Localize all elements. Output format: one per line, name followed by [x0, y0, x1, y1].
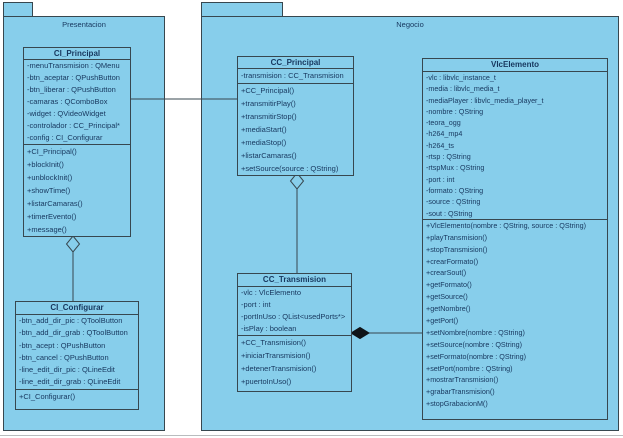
attribute-row: -transmision : CC_Transmision [241, 71, 344, 80]
method-row: +crearFormato() [426, 256, 479, 266]
attribute-row: -portInUso : QList<usedPorts*> [241, 312, 346, 321]
method-row: +puertoInUso() [241, 377, 292, 386]
class-ci-configurar: CI_Configurar -btn_add_dir_pic : QToolBu… [15, 301, 139, 410]
attribute-row: -port : int [241, 300, 271, 309]
attribute-row: -h264_ts [426, 140, 454, 150]
method-row: +timerEvento() [27, 212, 77, 221]
method-row: +transmitirPlay() [241, 99, 296, 108]
attribute-row: -btn_acept : QPushButton [19, 340, 106, 350]
class-name: CC_Transmision [238, 274, 351, 287]
attribute-row: -media : libvlc_media_t [426, 84, 500, 94]
method-row: +VlcElemento(nombre : QString, source : … [426, 220, 586, 230]
method-row: +showTime() [27, 186, 71, 195]
package-name: Negocio [396, 20, 424, 29]
attribute-row: -sout : QString [426, 208, 473, 218]
method-row: +CC_Principal() [241, 86, 295, 95]
method-row: +iniciarTransmision() [241, 351, 311, 360]
attribute-row: -menuTransmision : QMenu [27, 61, 120, 70]
attribute-row: -mediaPlayer : libvlc_media_player_t [426, 95, 544, 105]
class-name: CI_Configurar [16, 302, 138, 315]
method-row: +transmitirStop() [241, 112, 297, 121]
attribute-row: -controlador : CC_Principal* [27, 121, 120, 130]
attribute-row: -line_edit_dir_grab : QLineEdit [19, 377, 121, 387]
method-row: +setSource(source : QString) [241, 164, 339, 173]
method-row: +setFormato(nombre : QString) [426, 351, 527, 361]
method-row: +mediaStop() [241, 138, 287, 147]
class-vlcelemento: VlcElemento -vlc : libvlc_instance_t -med… [422, 58, 608, 421]
method-row: +unblockInit() [27, 173, 73, 182]
attributes-compartment: -transmision : CC_Transmision [238, 69, 353, 84]
composition-diamond-cctransmision [350, 326, 370, 340]
attribute-row: -btn_cancel : QPushButton [19, 352, 109, 362]
method-row: +CI_Configurar() [19, 391, 76, 401]
method-row: +getFormato() [426, 280, 472, 290]
method-row: +detenerTransmision() [241, 364, 317, 373]
method-row: +setNombre(nombre : QString) [426, 327, 525, 337]
attribute-row: -btn_add_dir_pic : QToolButton [19, 316, 123, 325]
attributes-compartment: -btn_add_dir_pic : QToolButton -btn_add_d… [16, 315, 138, 390]
method-row: +stopGrabacionM() [426, 399, 488, 409]
method-row: +listarCamaras() [241, 151, 297, 160]
attribute-row: -port : int [426, 174, 455, 184]
attribute-row: -camaras : QComboBox [27, 97, 108, 106]
attribute-row: -h264_mp4 [426, 129, 463, 139]
attribute-row: -isPlay : boolean [241, 324, 297, 333]
method-row: +CI_Principal() [27, 147, 77, 156]
attribute-row: -btn_add_dir_grab : QToolButton [19, 328, 128, 338]
attributes-compartment: -vlc : VlcElemento -port : int -portInUso … [238, 287, 351, 336]
methods-compartment: +CI_Configurar() [16, 390, 138, 409]
method-row: +setSource(nombre : QString) [426, 339, 523, 349]
attributes-compartment: -vlc : libvlc_instance_t -media : libvlc_… [423, 72, 607, 220]
class-cc-principal: CC_Principal -transmision : CC_Transmisi… [237, 56, 354, 176]
attribute-row: -btn_liberar : QPushButton [27, 85, 116, 94]
attribute-row: -vlc : libvlc_instance_t [426, 73, 496, 82]
method-row: +stopTransmision() [426, 244, 488, 254]
attribute-row: -nombre : QString [426, 106, 484, 116]
attribute-row: -teora_ogg [426, 118, 461, 128]
class-name: CC_Principal [238, 57, 353, 69]
page-bottom-rule [0, 435, 623, 436]
method-row: +message() [27, 225, 67, 234]
method-row: +listarCamaras() [27, 199, 83, 208]
methods-compartment: +VlcElemento(nombre : QString, source : … [423, 220, 607, 419]
method-row: +CC_Transmision() [241, 338, 306, 347]
method-row: +crearSout() [426, 268, 467, 278]
method-row: +getNombre() [426, 304, 471, 314]
attributes-compartment: -menuTransmision : QMenu -btn_aceptar : Q… [24, 60, 130, 145]
class-name: VlcElemento [423, 59, 607, 72]
methods-compartment: +CC_Principal() +transmitirPlay() +transmi… [238, 84, 353, 175]
attribute-row: -widget : QVideoWidget [27, 109, 106, 118]
attribute-row: -source : QString [426, 197, 481, 207]
method-row: +mediaStart() [241, 125, 287, 134]
package-name: Presentacion [62, 20, 106, 29]
method-row: +grabarTransmision() [426, 387, 495, 397]
class-ci-principal: CI_Principal -menuTransmision : QMenu -bt… [23, 47, 131, 237]
method-row: +playTransmision() [426, 232, 488, 242]
attribute-row: -formato : QString [426, 185, 484, 195]
class-cc-transmision: CC_Transmision -vlc : VlcElemento -port :… [237, 273, 352, 392]
attribute-row: -rtsp : QString [426, 152, 471, 162]
attribute-row: -config : CI_Configurar [27, 133, 103, 142]
methods-compartment: +CI_Principal() +blockInit() +unblockInit(… [24, 145, 130, 236]
method-row: +setPort(nombre : QString) [426, 363, 513, 373]
methods-compartment: +CC_Transmision() +iniciarTransmision() +d… [238, 336, 351, 391]
attribute-row: -vlc : VlcElemento [241, 288, 302, 297]
method-row: +mostrarTransmision() [426, 375, 499, 385]
method-row: +blockInit() [27, 160, 64, 169]
method-row: +getPort() [426, 315, 459, 325]
attribute-row: -rtspMux : QString [426, 163, 485, 173]
aggregation-diamond-ciprincipal [65, 235, 81, 253]
attribute-row: -line_edit_dir_pic : QLineEdit [19, 365, 115, 375]
method-row: +getSource() [426, 292, 468, 302]
class-name: CI_Principal [24, 48, 130, 60]
attribute-row: -btn_aceptar : QPushButton [27, 73, 120, 82]
